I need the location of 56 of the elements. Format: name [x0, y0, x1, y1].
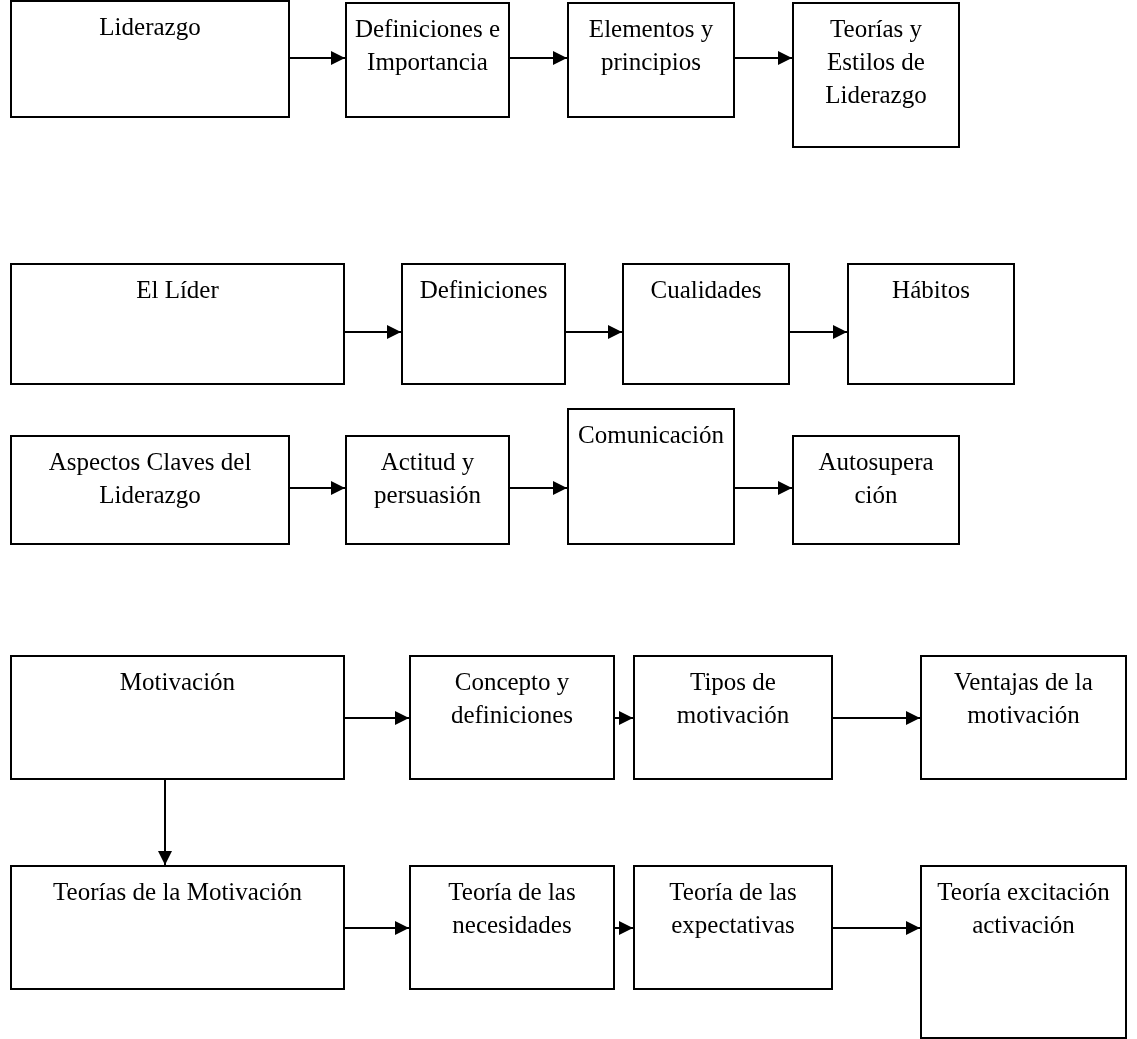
box-label: Liderazgo: [99, 12, 201, 42]
arrow: [789, 325, 848, 339]
process-box: [633, 655, 833, 780]
arrow: [509, 481, 568, 495]
arrow: [289, 51, 346, 65]
box-label: Cualidades: [650, 275, 762, 305]
process-box: [567, 2, 735, 118]
arrow: [289, 481, 346, 495]
box-label: Teorías y Estilos de Liderazgo: [824, 14, 928, 110]
process-box: [567, 408, 735, 545]
arrow: [734, 51, 793, 65]
arrow: [158, 779, 172, 866]
process-box: [792, 435, 960, 545]
process-box: [10, 435, 290, 545]
box-label: Ventajas de la motivación: [953, 667, 1094, 730]
box-label: Hábitos: [892, 275, 970, 305]
arrow: [614, 921, 634, 935]
arrow: [832, 921, 921, 935]
arrow: [614, 711, 634, 725]
process-box: [633, 865, 833, 990]
box-label: Definiciones: [419, 275, 548, 305]
box-label: Teorías de la Motivación: [53, 877, 302, 907]
arrow: [344, 921, 410, 935]
box-label: Elementos y principios: [587, 14, 715, 77]
arrow: [734, 481, 793, 495]
arrow: [344, 325, 402, 339]
box-label: El Líder: [136, 275, 219, 305]
process-box: [345, 435, 510, 545]
arrow: [344, 711, 410, 725]
process-box: [847, 263, 1015, 385]
process-box: [920, 655, 1127, 780]
arrow: [832, 711, 921, 725]
process-box: [10, 263, 345, 385]
process-box: [920, 865, 1127, 1039]
process-box: [10, 0, 290, 118]
box-label: Teoría de las expectativas: [668, 877, 798, 940]
process-box: [401, 263, 566, 385]
process-box: [622, 263, 790, 385]
process-box: [409, 865, 615, 990]
box-label: Comunicación: [578, 420, 724, 450]
box-label: Definiciones e Importancia: [353, 14, 502, 77]
box-label: Teoría excitación activación: [936, 877, 1111, 940]
box-label: Concepto y definiciones: [449, 667, 575, 730]
box-label: Motivación: [119, 667, 236, 697]
process-box: [792, 2, 960, 148]
box-label: Autosupera ción: [817, 447, 935, 510]
arrow: [509, 51, 568, 65]
process-box: [409, 655, 615, 780]
box-label: Tipos de motivación: [675, 667, 791, 730]
arrow: [565, 325, 623, 339]
process-box: [345, 2, 510, 118]
box-label: Actitud y persuasión: [373, 447, 482, 510]
process-box: [10, 865, 345, 990]
box-label: Teoría de las necesidades: [447, 877, 577, 940]
process-box: [10, 655, 345, 780]
box-label: Aspectos Claves del Liderazgo: [47, 447, 253, 510]
